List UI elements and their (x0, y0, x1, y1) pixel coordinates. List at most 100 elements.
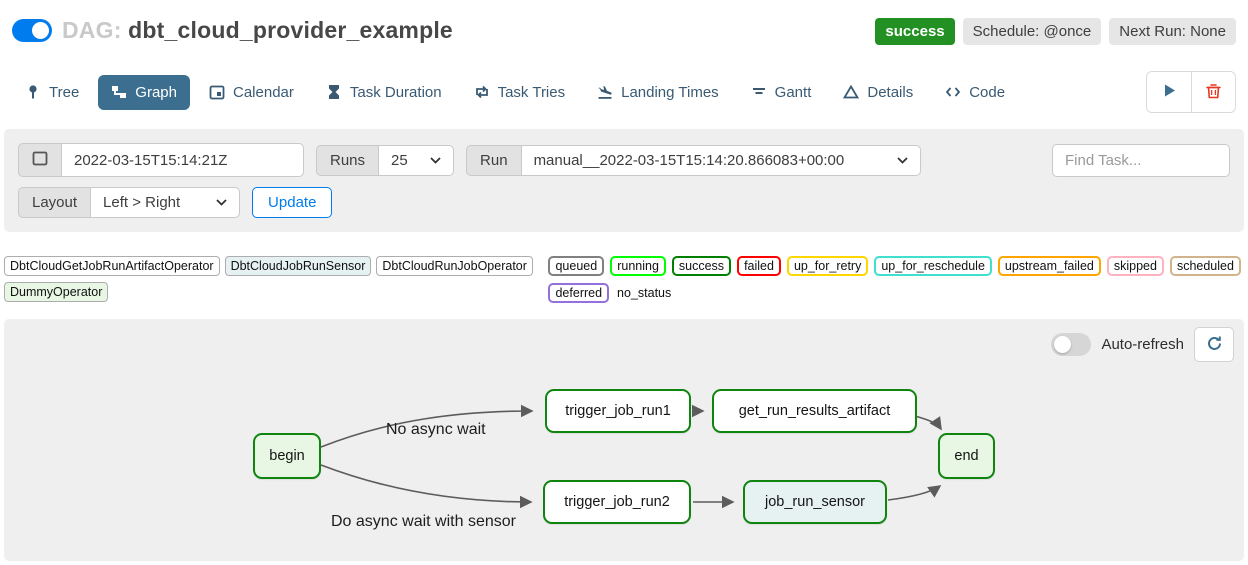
edge-sensor-end (887, 485, 942, 501)
layout-label: Layout (18, 187, 91, 218)
status-badge-success: success (671, 256, 732, 276)
dag-prefix: DAG: (62, 17, 122, 43)
operator-badge: DummyOperator (4, 282, 109, 302)
tab-label: Task Tries (497, 83, 566, 101)
task-node-begin[interactable]: begin (253, 433, 321, 479)
task-node-trigger-job-run2[interactable]: trigger_job_run2 (543, 480, 691, 524)
base-date-group (18, 143, 304, 177)
task-node-job-run-sensor[interactable]: job_run_sensor (743, 480, 887, 524)
base-date-field (61, 143, 304, 177)
layout-select[interactable]: Left > Right (90, 187, 241, 218)
operator-legend: DbtCloudGetJobRunArtifactOperator DbtClo… (4, 256, 548, 302)
status-badge-no-status: no_status (617, 286, 672, 300)
trigger-dag-button[interactable] (1147, 72, 1191, 112)
run-group: Run manual__2022-03-15T15:14:20.866083+0… (466, 144, 921, 176)
run-select[interactable]: manual__2022-03-15T15:14:20.866083+00:00 (520, 144, 921, 176)
task-node-trigger-job-run1[interactable]: trigger_job_run1 (545, 389, 691, 433)
operator-badge: DbtCloudRunJobOperator (376, 256, 533, 276)
status-badge-deferred: deferred (548, 283, 610, 303)
status-badge-running: running (610, 256, 666, 276)
chevron-down-icon (430, 156, 441, 164)
triangle-icon (843, 84, 860, 100)
dag-action-buttons (1146, 71, 1236, 113)
task-node-get-run-results-artifact[interactable]: get_run_results_artifact (712, 389, 917, 433)
view-tabs: Tree Graph Calendar Task Duration Task T… (0, 71, 1248, 113)
delete-dag-button[interactable] (1191, 72, 1235, 112)
refresh-button[interactable] (1194, 327, 1234, 362)
tab-gantt[interactable]: Gantt (738, 75, 825, 110)
next-run-badge: Next Run: None (1109, 18, 1236, 45)
edge-label-no-async-wait: No async wait (386, 421, 486, 438)
status-badge-up-for-retry: up_for_retry (786, 256, 869, 276)
toggle-knob (32, 22, 49, 39)
tab-label: Tree (49, 83, 80, 101)
layout-value: Left > Right (103, 194, 181, 211)
edge-artifact-end (914, 415, 942, 431)
runs-select[interactable]: 25 (378, 144, 455, 176)
calendar-icon (32, 150, 48, 170)
tab-landing-times[interactable]: Landing Times (584, 75, 732, 110)
base-date-input[interactable] (74, 151, 291, 169)
toggle-knob (1054, 336, 1072, 353)
tab-label: Calendar (233, 83, 294, 101)
page-title: DAG: dbt_cloud_provider_example (62, 17, 453, 44)
run-label: Run (466, 144, 521, 176)
runs-label: Runs (316, 144, 379, 176)
graph-canvas: Auto-refresh begin trigger_job_run1 get_… (4, 319, 1244, 561)
status-badge-skipped: skipped (1106, 256, 1164, 276)
status-legend: queued running success failed up_for_ret… (548, 256, 1244, 303)
filter-row-1: Runs 25 Run manual__2022-03-15T15:14:20.… (18, 143, 1230, 177)
schedule-badge: Schedule: @once (962, 18, 1102, 45)
tab-details[interactable]: Details (830, 75, 926, 110)
tab-label: Graph (135, 83, 177, 101)
calendar-icon (209, 84, 225, 100)
tab-label: Gantt (774, 83, 812, 101)
repeat-icon (474, 84, 490, 100)
tab-code[interactable]: Code (932, 75, 1018, 110)
tab-task-tries[interactable]: Task Tries (461, 75, 579, 110)
status-badge-queued: queued (548, 256, 605, 276)
trash-icon (1206, 83, 1221, 102)
filter-panel: Runs 25 Run manual__2022-03-15T15:14:20.… (4, 129, 1244, 232)
plane-landing-icon (597, 84, 613, 100)
header-badges: success Schedule: @once Next Run: None (875, 16, 1236, 45)
graph-controls: Auto-refresh (1051, 327, 1234, 362)
find-task-wrap (1052, 143, 1230, 177)
status-badge-failed: failed (737, 256, 781, 276)
dag-header: DAG: dbt_cloud_provider_example success … (0, 0, 1248, 49)
chevron-down-icon (216, 199, 227, 206)
hourglass-icon (326, 84, 342, 100)
tab-task-duration[interactable]: Task Duration (313, 75, 455, 110)
tab-label: Code (969, 83, 1006, 101)
calendar-addon (18, 143, 61, 177)
edge-label-do-async-wait: Do async wait with sensor (331, 513, 516, 530)
dag-edges (320, 404, 942, 509)
filter-row-2: Layout Left > Right Update (18, 187, 1230, 218)
find-task-input[interactable] (1052, 143, 1230, 177)
edge-begin-run1 (320, 404, 534, 448)
edge-begin-run2 (320, 464, 533, 509)
tab-graph[interactable]: Graph (98, 74, 190, 110)
runs-value: 25 (391, 151, 408, 169)
operator-badge: DbtCloudGetJobRunArtifactOperator (4, 256, 220, 276)
code-icon (945, 84, 961, 100)
dag-name: dbt_cloud_provider_example (128, 17, 453, 43)
tab-label: Task Duration (349, 83, 442, 101)
task-node-end[interactable]: end (938, 433, 995, 479)
status-badge: success (875, 18, 955, 45)
play-icon (1162, 83, 1177, 101)
tab-calendar[interactable]: Calendar (196, 75, 307, 110)
runs-group: Runs 25 (316, 144, 455, 176)
chevron-down-icon (896, 156, 908, 164)
auto-refresh-toggle[interactable] (1051, 333, 1092, 356)
update-button[interactable]: Update (252, 187, 333, 218)
layout-group: Layout Left > Right (18, 187, 241, 218)
status-badge-up-for-reschedule: up_for_reschedule (874, 256, 992, 276)
tab-label: Landing Times (621, 83, 719, 101)
dag-pause-toggle[interactable] (12, 19, 52, 42)
tab-label: Details (867, 83, 914, 101)
legend: DbtCloudGetJobRunArtifactOperator DbtClo… (0, 256, 1248, 303)
tab-tree[interactable]: Tree (12, 75, 92, 110)
run-value: manual__2022-03-15T15:14:20.866083+00:00 (533, 151, 845, 169)
